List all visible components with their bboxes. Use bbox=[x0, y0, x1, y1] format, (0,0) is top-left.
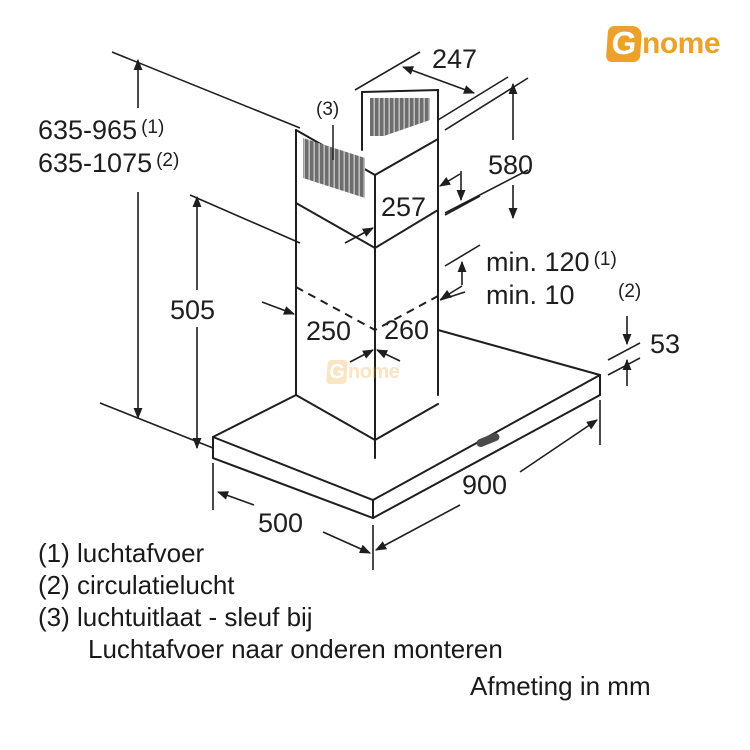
legend-item-3: (3) luchtuitlaat - sleuf bij bbox=[38, 601, 503, 633]
legend-text: circulatielucht bbox=[77, 570, 235, 600]
unit-note: Afmeting in mm bbox=[470, 671, 651, 701]
total-height-1-note: (1) bbox=[141, 117, 165, 138]
watermark-text: nome bbox=[348, 360, 400, 383]
lower-chimney-depth-label: 260 bbox=[384, 315, 430, 345]
total-height-2-label: 635-1075(2) bbox=[38, 150, 179, 177]
watermark-initial: G bbox=[326, 360, 348, 384]
lower-chimney-height-label: 505 bbox=[170, 295, 216, 325]
total-height-1-label: 635-965(1) bbox=[38, 117, 164, 144]
legend-marker: (3) bbox=[38, 602, 70, 632]
upper-chimney-width-label: 257 bbox=[381, 192, 427, 222]
min-overlap-1-label: min. 120(1) bbox=[486, 249, 617, 276]
canopy-thickness-label: 53 bbox=[650, 329, 681, 359]
control-buttons-icon bbox=[476, 433, 500, 447]
min-overlap-1-value: min. 120 bbox=[486, 247, 590, 277]
watermark: G nome bbox=[326, 360, 400, 384]
legend-text: Luchtafvoer naar onderen monteren bbox=[88, 634, 503, 664]
logo-initial: G bbox=[605, 25, 643, 62]
total-height-1-value: 635-965 bbox=[38, 115, 138, 145]
logo-text: nome bbox=[642, 27, 721, 60]
legend-text: luchtafvoer bbox=[77, 538, 205, 568]
dimension-lines bbox=[99, 51, 641, 570]
upper-chimney-height-label: 580 bbox=[488, 150, 534, 180]
chimney-depth-top-label: 247 bbox=[432, 44, 478, 74]
canopy-width-label: 900 bbox=[462, 470, 508, 500]
vent-grille-icons bbox=[303, 98, 430, 198]
min-overlap-2-label: min. 10 bbox=[486, 280, 575, 310]
brand-logo: G nome bbox=[605, 25, 721, 63]
legend-marker: (2) bbox=[38, 570, 70, 600]
vent-marker-label: (3) bbox=[316, 99, 340, 120]
min-overlap-2-note: (2) bbox=[618, 281, 642, 302]
total-height-2-value: 635-1075 bbox=[38, 148, 153, 178]
chimney-overlap-dashed-line bbox=[295, 286, 439, 332]
legend-text: luchtuitlaat - sleuf bij bbox=[77, 602, 313, 632]
legend-item-3-continued: Luchtafvoer naar onderen monteren bbox=[38, 633, 503, 665]
legend-item-1: (1) luchtafvoer bbox=[38, 537, 503, 569]
canopy-depth-label: 500 bbox=[258, 508, 304, 538]
legend-marker: (1) bbox=[38, 538, 70, 568]
total-height-2-note: (2) bbox=[156, 150, 180, 171]
lower-chimney-width-label: 250 bbox=[306, 316, 352, 346]
min-overlap-1-note: (1) bbox=[593, 249, 617, 270]
legend-item-2: (2) circulatielucht bbox=[38, 569, 503, 601]
legend: (1) luchtafvoer (2) circulatielucht (3) … bbox=[38, 537, 503, 665]
